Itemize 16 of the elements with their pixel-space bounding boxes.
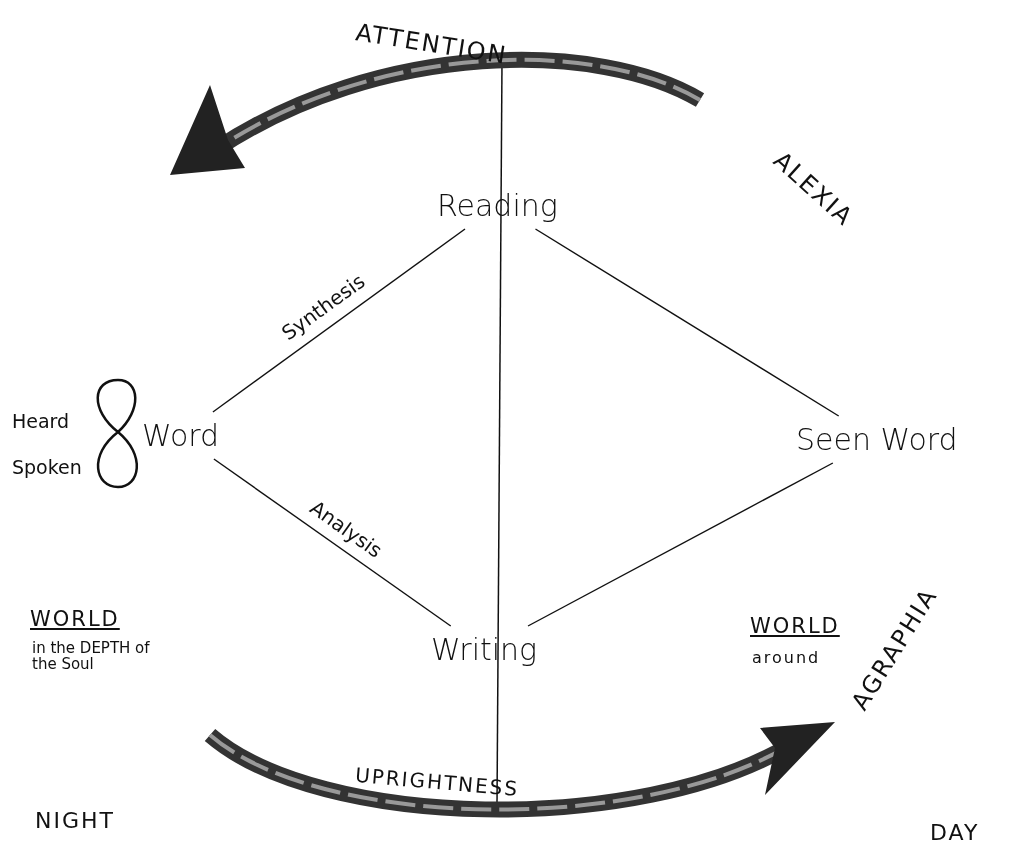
region-label: WORLD: [30, 607, 120, 631]
region-label: WORLD: [750, 614, 840, 638]
region-label: around: [752, 648, 821, 667]
connector-line: [534, 228, 840, 417]
side-label: Heard: [12, 410, 70, 432]
connector-line: [213, 458, 452, 627]
arc-label: ATTENTION: [353, 18, 510, 70]
region-label: NIGHT: [35, 808, 115, 833]
side-label: Spoken: [12, 456, 82, 478]
node-label: Seen Word: [792, 420, 962, 459]
arc-label: UPRIGHTNESS: [354, 762, 520, 802]
region-label: DAY: [930, 820, 980, 845]
region-label: in the DEPTH of the Soul: [32, 641, 151, 673]
connector-line: [212, 228, 466, 413]
connector-line: [527, 462, 834, 627]
node-label: Word: [138, 416, 224, 455]
